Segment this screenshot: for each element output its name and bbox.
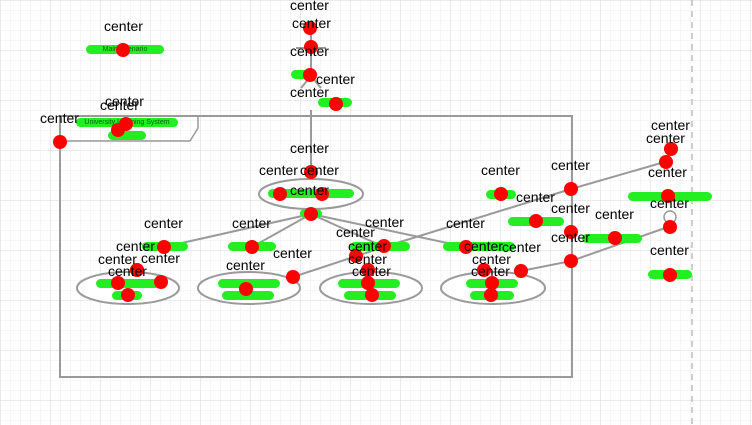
- center-label: center: [290, 140, 329, 156]
- center-label: center: [273, 245, 312, 261]
- text-highlight: [443, 242, 515, 251]
- center-label: center: [108, 263, 147, 279]
- association-lines: [163, 110, 669, 278]
- center-label: center: [551, 229, 590, 245]
- center-label: center: [472, 251, 511, 267]
- center-marker: [664, 142, 678, 156]
- center-marker: [111, 123, 125, 137]
- center-label: center: [290, 43, 329, 59]
- center-marker: [361, 263, 375, 277]
- center-label: center: [464, 238, 503, 254]
- center-label: center: [40, 110, 79, 126]
- center-marker: [245, 240, 259, 254]
- center-marker: [459, 240, 473, 254]
- center-marker: [659, 155, 673, 169]
- center-marker: [157, 240, 171, 254]
- center-label: center: [104, 18, 143, 34]
- center-label: center: [290, 84, 329, 100]
- center-label: center: [226, 257, 265, 273]
- center-label: center: [551, 200, 590, 216]
- center-marker: [361, 276, 375, 290]
- center-marker: [273, 187, 287, 201]
- center-label: center: [105, 93, 144, 109]
- center-marker: [663, 220, 677, 234]
- center-marker: [349, 249, 363, 263]
- center-marker: [365, 288, 379, 302]
- center-marker: [315, 187, 329, 201]
- center-label: center: [650, 195, 689, 211]
- center-marker: [286, 270, 300, 284]
- center-label: center: [352, 263, 391, 279]
- center-marker: [303, 21, 317, 35]
- center-label: center: [446, 215, 485, 231]
- center-marker: [303, 68, 317, 82]
- center-label: center: [98, 251, 137, 267]
- center-label: center: [316, 71, 355, 87]
- center-marker: [304, 40, 318, 54]
- center-label: center: [141, 250, 180, 266]
- center-marker: [329, 97, 343, 111]
- center-marker: [304, 165, 318, 179]
- center-marker: [529, 214, 543, 228]
- center-marker: [377, 239, 391, 253]
- center-label: center: [300, 162, 339, 178]
- center-label: center: [100, 97, 139, 113]
- center-label: center: [481, 162, 520, 178]
- center-marker: [130, 263, 144, 277]
- system-title-tab: [60, 115, 199, 142]
- center-label: center: [290, 182, 329, 198]
- center-marker: [564, 182, 578, 196]
- center-label: center: [365, 214, 404, 230]
- center-marker: [661, 189, 675, 203]
- center-label: center: [516, 189, 555, 205]
- center-label: center: [336, 224, 375, 240]
- center-marker: [53, 135, 67, 149]
- center-marker: [514, 264, 528, 278]
- system-boundary: [59, 115, 573, 378]
- center-marker: [116, 43, 130, 57]
- center-marker: [239, 282, 253, 296]
- center-label: center: [651, 117, 690, 133]
- center-label: center: [502, 239, 541, 255]
- center-label: center: [232, 215, 271, 231]
- center-label: center: [116, 238, 155, 254]
- center-label: center: [648, 164, 687, 180]
- center-marker: [477, 263, 491, 277]
- center-label: center: [348, 238, 387, 254]
- center-label: center: [290, 0, 329, 13]
- center-marker: [608, 231, 622, 245]
- center-marker: [484, 288, 498, 302]
- text-highlight: [96, 279, 160, 288]
- text-highlight: [268, 189, 354, 198]
- text-highlight: [108, 131, 146, 140]
- center-marker: [485, 276, 499, 290]
- center-label: center: [259, 162, 298, 178]
- center-marker: [304, 207, 318, 221]
- center-label: center: [650, 242, 689, 258]
- center-marker: [494, 187, 508, 201]
- center-label: center: [348, 251, 387, 267]
- center-label: center: [595, 206, 634, 222]
- center-label: center: [646, 130, 685, 146]
- center-label: center: [292, 15, 331, 31]
- center-marker: [121, 288, 135, 302]
- center-marker: [154, 275, 168, 289]
- center-label: center: [471, 263, 510, 279]
- center-marker: [564, 254, 578, 268]
- center-marker: [564, 225, 578, 239]
- center-marker: [663, 268, 677, 282]
- center-marker: [111, 276, 125, 290]
- center-label: center: [551, 157, 590, 173]
- center-label: center: [144, 215, 183, 231]
